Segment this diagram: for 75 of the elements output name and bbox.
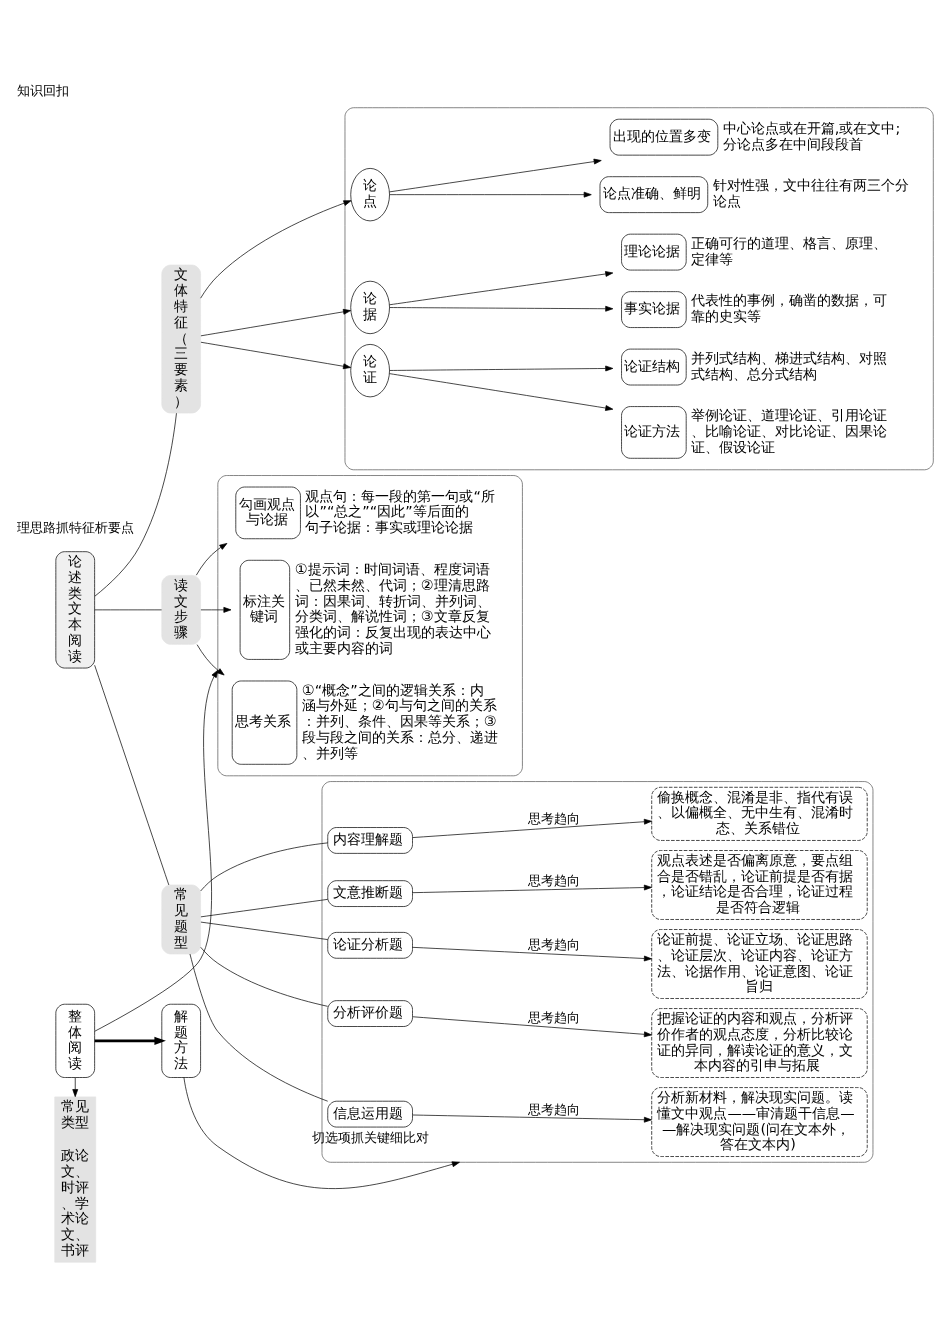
diagram-title: 知识回扣	[16, 83, 69, 99]
arrow	[389, 158, 602, 193]
arrow	[200, 341, 351, 370]
edge-label: 思考趋向	[528, 810, 581, 826]
node-box: 勾画观点与论据	[235, 486, 301, 540]
connector	[94, 412, 177, 597]
arrow	[389, 191, 592, 198]
connector	[94, 609, 162, 611]
node-box: 论点准确、鲜明	[599, 176, 709, 213]
node-box: 把握论证的内容和观点，分析评价作者的观点态度，分析比较论证的异同，解读论证的意义，文本内容的引申与拓展	[651, 1008, 868, 1078]
node-box: 事实论据	[621, 291, 687, 328]
node-ellipse: 论据	[350, 280, 390, 335]
arrow	[412, 818, 652, 838]
connector	[189, 953, 329, 1102]
node-box: 分析新材料，解决现实问题。读懂文中观点——审清题干信息——解决现实问题(问在文本外，答在文本内)	[651, 1087, 868, 1157]
arrow	[412, 1016, 652, 1038]
node-label: 观点句：每一段的第一句或“所以”“总之”“因此”等后面的句子论据：事实或理论论据	[305, 487, 495, 536]
node-label: 正确可行的道理、格言、原理、定律等	[691, 234, 888, 267]
arrow	[196, 644, 225, 676]
arrow	[200, 200, 352, 299]
node-box: 信息运用题	[327, 1100, 413, 1128]
node-box: 解题方法	[161, 1003, 201, 1078]
node-box: 论证分析题	[327, 932, 413, 959]
arrow	[389, 271, 614, 306]
node-box: 观点表述是否偏离原意，要点组合是否错乱，论证前提是否有据，论证结论是否合理，论证过程是否符合逻辑	[651, 850, 868, 920]
node-box: 文体特征（三要素）	[161, 264, 201, 414]
label: 理思路抓特征析要点	[16, 519, 134, 535]
node-label: 举例论证、道理论证、引用论证、比喻论证、对比论证、因果论证、假设论证	[691, 407, 888, 455]
edge-label: 思考趋向	[528, 873, 581, 889]
arrow	[195, 543, 228, 576]
node-label: 针对性强，文中往往有两三个分论点	[712, 177, 909, 210]
node-box: 论证方法	[621, 406, 687, 459]
arrow	[389, 365, 614, 372]
node-ellipse: 论证	[350, 344, 390, 398]
node-box: 常见类型 政论文、时评、学术论文、书评	[54, 1096, 97, 1263]
arrow	[72, 1077, 79, 1097]
arrow	[389, 305, 614, 312]
node-box: 分析评价题	[327, 1000, 413, 1027]
connector	[200, 899, 329, 918]
node-box: 思考关系	[231, 680, 298, 765]
node-ellipse: 论点	[350, 168, 390, 222]
connector	[200, 921, 329, 940]
connector	[200, 946, 328, 1007]
node-box: 论述类文本阅读	[55, 551, 95, 669]
node-label: 中心论点或在开篇,或在文中;分论点多在中间段段首	[722, 119, 901, 152]
node-box: 理论论据	[621, 233, 687, 271]
arrow	[200, 308, 351, 337]
node-box: 出现的位置多变	[609, 118, 719, 156]
connector	[200, 842, 329, 892]
node-label: ①“概念”之间的逻辑关系：内涵与外延；②句与句之间的关系：并列、条件、因果等关系；③段与段之间的关系：总分、递进、并列等	[301, 681, 498, 761]
node-box: 读文步骤	[161, 575, 201, 645]
arrow	[412, 884, 652, 894]
arrow	[200, 607, 232, 613]
node-box: 内容理解题	[327, 827, 413, 854]
node-label: ①提示词：时间词语、程度词语、已然未然、代词；②理清思路词：因果词、转折词、并列词、分类词、解说性词；③文章反复强化的词：反复出现的表达中心或主要内容的词	[294, 560, 491, 656]
arrow	[94, 669, 219, 1032]
edge-label: 思考趋向	[528, 937, 581, 953]
node-box: 论证结构	[621, 348, 687, 386]
edge-label: 思考趋向	[528, 1009, 581, 1025]
connector	[94, 664, 170, 886]
arrow	[412, 947, 652, 962]
node-box: 文意推断题	[327, 880, 413, 907]
node-label: 并列式结构、梯进式结构、对照式结构、总分式结构	[691, 349, 888, 382]
edge-label: 思考趋向	[528, 1101, 581, 1117]
edge-label: 切选项抓关键细比对	[311, 1130, 429, 1146]
arrow	[389, 373, 614, 411]
node-box: 偷换概念、混淆是非、指代有误、以偏概全、无中生有、混淆时态、关系错位	[651, 786, 868, 841]
arrow	[183, 1077, 460, 1189]
node-box: 标注关键词	[239, 559, 291, 660]
node-label: 代表性的事例，确凿的数据，可靠的史实等	[691, 292, 888, 325]
node-box: 整体阅读	[55, 1003, 95, 1078]
node-box: 论证前提、论证立场、论证思路、论证层次、论证内容、论证方法、论据作用、论证意图、论证旨归	[651, 929, 868, 999]
node-box: 常见题型	[161, 884, 201, 955]
arrow	[412, 1114, 652, 1123]
arrow	[94, 1036, 166, 1045]
